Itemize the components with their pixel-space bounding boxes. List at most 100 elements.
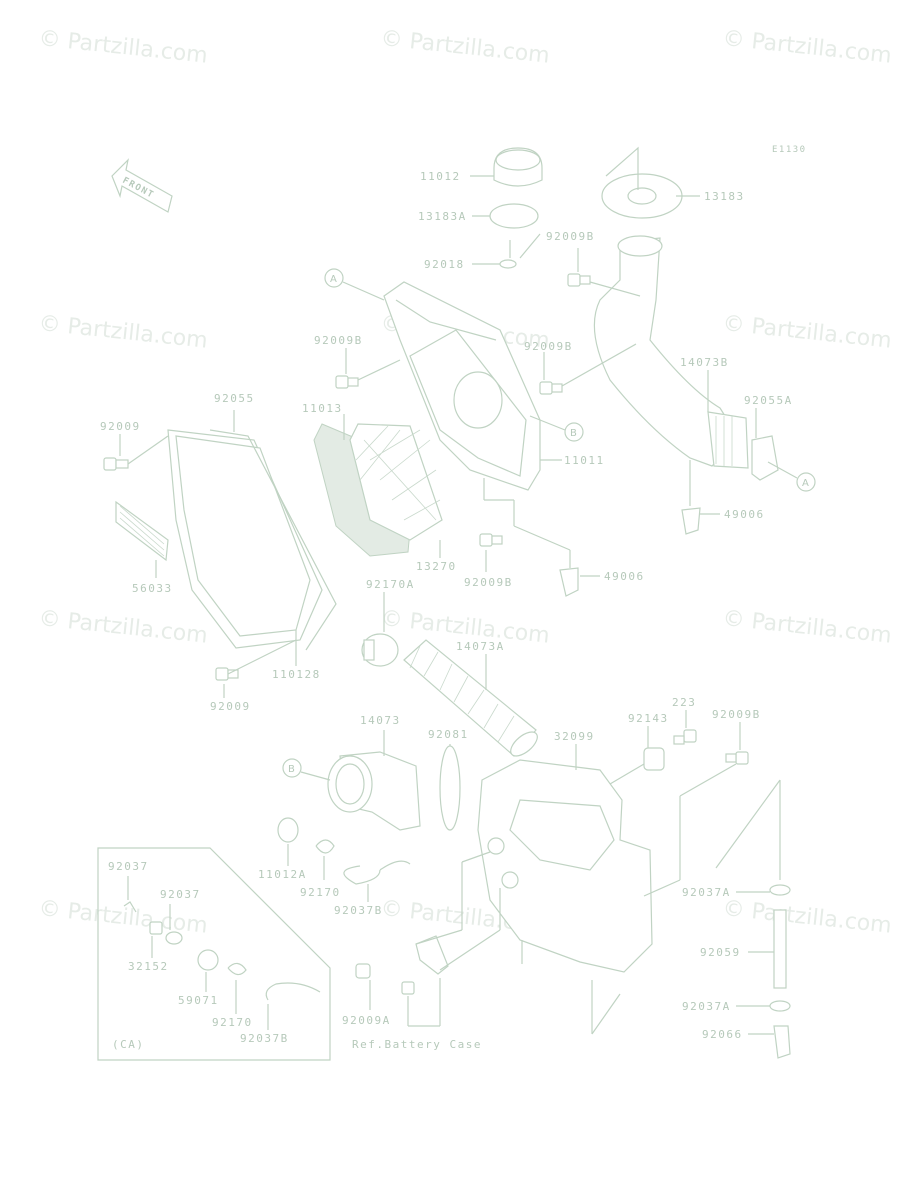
clip-part bbox=[227, 962, 247, 976]
ref-marker-b: B bbox=[282, 758, 331, 781]
bracket-part bbox=[415, 935, 449, 975]
part-label: 92170 bbox=[212, 1016, 253, 1029]
ref-label: A bbox=[802, 478, 809, 489]
part-label: 92037 bbox=[108, 860, 149, 873]
diagram-code: E1130 bbox=[772, 145, 807, 155]
part-label: 13270 bbox=[416, 560, 457, 573]
air-box-part bbox=[383, 281, 541, 491]
part-label: 92009B bbox=[524, 340, 573, 353]
part-label: 14073B bbox=[680, 356, 729, 369]
part-label: 13183 bbox=[704, 190, 745, 203]
ref-label: A bbox=[330, 274, 337, 285]
watermark: © Partzilla.com bbox=[721, 896, 892, 939]
air-chamber-part bbox=[477, 759, 653, 973]
clamp-part bbox=[361, 633, 399, 667]
part-label: 32152 bbox=[128, 960, 169, 973]
part-label: 92037A bbox=[682, 1000, 731, 1013]
ref-marker-a: A bbox=[767, 461, 816, 492]
part-label: 92055A bbox=[744, 394, 793, 407]
holder-part bbox=[327, 751, 421, 831]
cap-part bbox=[197, 949, 219, 971]
ref-label: B bbox=[288, 764, 295, 775]
part-label: 92009A bbox=[342, 1014, 391, 1027]
hose-clip-part bbox=[265, 982, 321, 1001]
watermark: © Partzilla.com bbox=[721, 311, 892, 354]
ref-label: B bbox=[570, 428, 577, 439]
bolt-part bbox=[539, 381, 563, 395]
part-label: 92037B bbox=[334, 904, 383, 917]
part-label: 92059 bbox=[700, 946, 741, 959]
watermark: © Partzilla.com bbox=[37, 311, 208, 354]
part-label: 92170A bbox=[366, 578, 415, 591]
watermark: © Partzilla.com bbox=[379, 26, 550, 69]
part-label: 92081 bbox=[428, 728, 469, 741]
collar-part bbox=[643, 747, 665, 771]
foam-pad-part bbox=[115, 500, 169, 562]
gasket-part bbox=[489, 203, 539, 229]
bolt-part bbox=[103, 457, 129, 471]
bolt-part bbox=[567, 273, 591, 287]
ref-note: Ref.Battery Case bbox=[352, 1038, 482, 1051]
ref-marker-b: B bbox=[529, 415, 584, 442]
inlet-duct-part bbox=[593, 235, 749, 469]
part-label: 92170 bbox=[300, 886, 341, 899]
part-label: 92018 bbox=[424, 258, 465, 271]
inset-panel: (CA) bbox=[97, 847, 331, 1061]
intake-hose-part bbox=[403, 639, 538, 757]
drain-hose-part bbox=[769, 884, 791, 1059]
ref-marker-a: A bbox=[324, 268, 385, 301]
part-label: 92009B bbox=[464, 576, 513, 589]
gasket-a-part bbox=[751, 435, 779, 481]
bolt-part bbox=[673, 729, 697, 745]
part-label: 92055 bbox=[214, 392, 255, 405]
leader-lines bbox=[119, 175, 781, 1035]
hose-clip-part bbox=[343, 860, 411, 885]
part-label: 11012A bbox=[258, 868, 307, 881]
part-label: 11011 bbox=[564, 454, 605, 467]
filter-element-part bbox=[313, 423, 443, 557]
bolt-part bbox=[401, 981, 415, 995]
flange-part bbox=[601, 146, 683, 219]
part-label: 92037B bbox=[240, 1032, 289, 1045]
part-labels: 11012 13183A 92018 13183 92009B 92009B 9… bbox=[100, 170, 793, 1051]
front-arrow-icon: FRONT bbox=[111, 158, 173, 213]
bolt-part bbox=[335, 375, 359, 389]
bolt-part bbox=[355, 963, 371, 979]
bolt-part bbox=[725, 751, 749, 765]
watermark: © Partzilla.com bbox=[37, 606, 208, 649]
watermark: © Partzilla.com bbox=[37, 26, 208, 69]
bolt-part bbox=[215, 667, 239, 681]
part-label: 49006 bbox=[724, 508, 765, 521]
part-label: 223 bbox=[672, 696, 696, 709]
part-label: 92143 bbox=[628, 712, 669, 725]
part-label: 92009 bbox=[210, 700, 251, 713]
part-label: 92037A bbox=[682, 886, 731, 899]
cap-part bbox=[493, 147, 543, 187]
part-label: 92009 bbox=[100, 420, 141, 433]
o-ring-part bbox=[439, 745, 461, 831]
part-label: 32099 bbox=[554, 730, 595, 743]
clip-part bbox=[165, 931, 183, 945]
watermark: © Partzilla.com bbox=[721, 606, 892, 649]
part-label: 11013 bbox=[302, 402, 343, 415]
part-label: 92009B bbox=[712, 708, 761, 721]
part-label: 14073A bbox=[456, 640, 505, 653]
clip-part bbox=[315, 839, 335, 854]
plug-part bbox=[149, 921, 163, 935]
part-label: 11012 bbox=[420, 170, 461, 183]
part-label: 92009B bbox=[314, 334, 363, 347]
drain-plug-part bbox=[681, 507, 701, 535]
part-label: 56033 bbox=[132, 582, 173, 595]
part-label: 13183A bbox=[418, 210, 467, 223]
bolt-part bbox=[479, 533, 503, 547]
hose-clip-part bbox=[123, 901, 137, 913]
inset-label: (CA) bbox=[112, 1038, 145, 1051]
part-label: 59071 bbox=[178, 994, 219, 1007]
drain-plug-part bbox=[559, 567, 579, 597]
washer-part bbox=[499, 259, 517, 269]
part-label: 49006 bbox=[604, 570, 645, 583]
cap-part bbox=[277, 817, 299, 843]
watermark: © Partzilla.com bbox=[721, 26, 892, 69]
watermark: © Partzilla.com bbox=[37, 896, 208, 939]
